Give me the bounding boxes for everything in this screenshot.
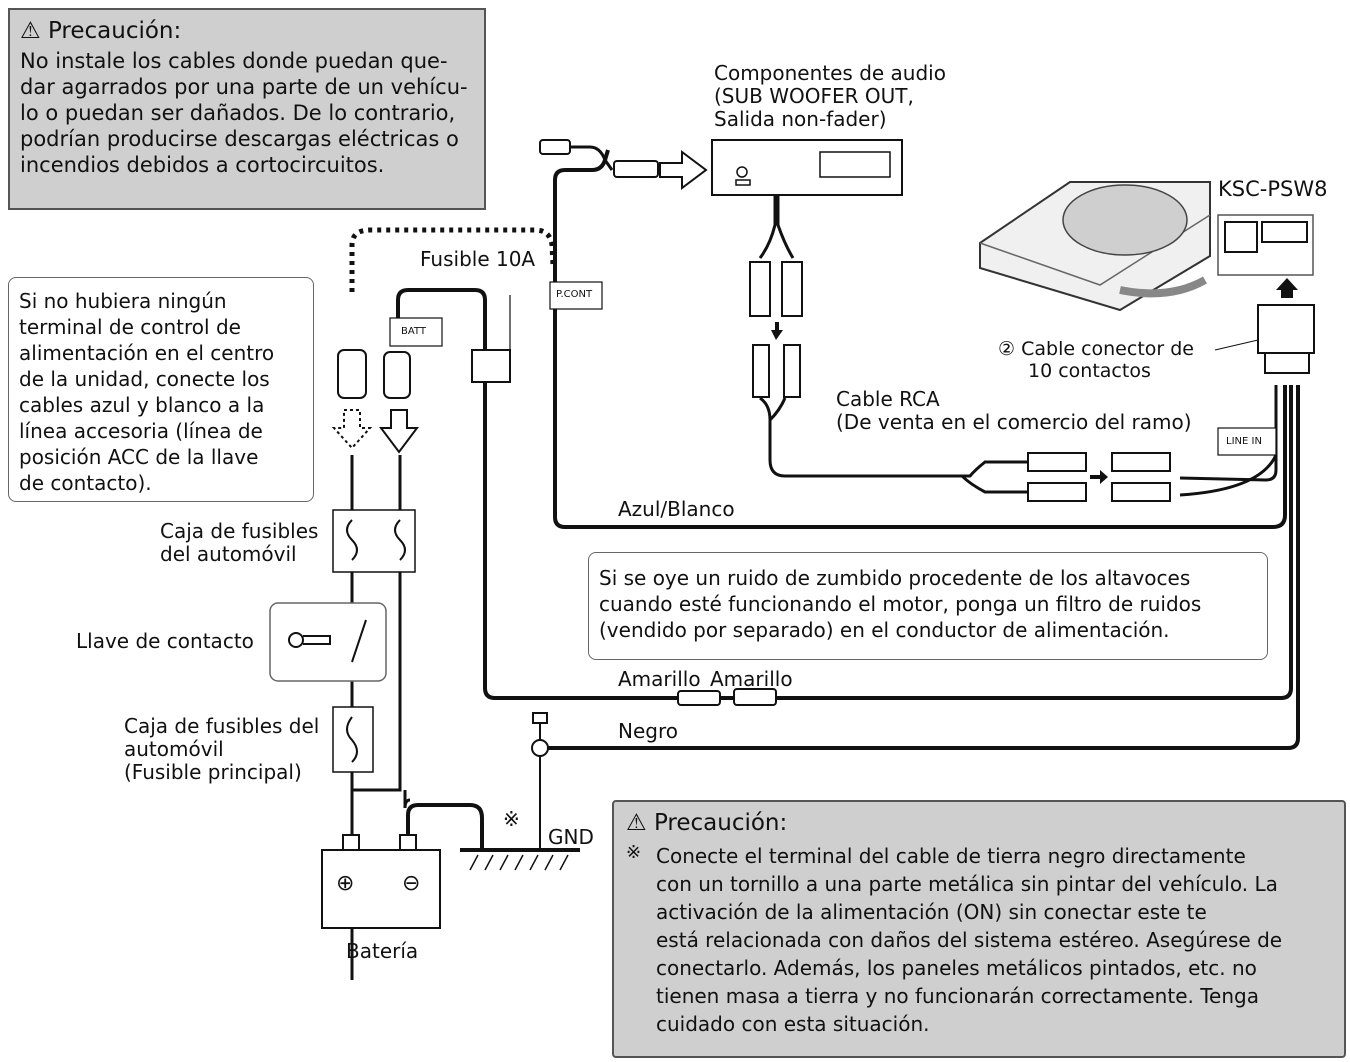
caution-top-line-4: podrían producirse descargas eléctricas … — [20, 127, 459, 151]
label-blue-white: Azul/Blanco — [618, 497, 735, 521]
warning-icon: ⚠ — [626, 810, 647, 836]
tag-batt: BATT — [401, 326, 426, 337]
fuse-box-2-shape — [332, 706, 374, 773]
label-connector: ② Cable conector de 10 contactos — [998, 338, 1194, 382]
label-fuse-10a: Fusible 10A — [420, 247, 536, 271]
wire-rca-to-linein — [1179, 385, 1278, 482]
caution-top-line-3: lo o puedan ser dañados. De lo contrario… — [20, 101, 456, 125]
label-model: KSC-PSW8 — [1218, 177, 1328, 201]
battery-minus-icon: ⊖ — [402, 871, 421, 896]
caution-top-title: ⚠ Precaución: — [20, 18, 182, 44]
arrow-right — [659, 150, 708, 190]
label-yellow-2: Amarillo — [710, 667, 793, 691]
caution-bottom-line-4: está relacionada con daños del sistema e… — [656, 928, 1283, 952]
wire-black — [545, 385, 1300, 750]
caution-bottom-line-3: activación de la alimentación (ON) sin c… — [656, 900, 1207, 924]
caution-bottom-line-5: conectarlo. Además, los paneles metálico… — [656, 956, 1257, 980]
connector-number: ② — [998, 338, 1016, 360]
caution-bottom-title: ⚠ Precaución: — [626, 810, 788, 836]
note-left-line-2: terminal de control de — [19, 315, 241, 339]
label-audio-components: Componentes de audio (SUB WOOFER OUT, Sa… — [714, 61, 946, 131]
battery-shape — [321, 849, 441, 929]
label-yellow-1: Amarillo — [618, 667, 701, 691]
caution-bottom-line-2: con un tornillo a una parte metálica sin… — [656, 872, 1278, 896]
caution-bottom-mark: ※ — [626, 842, 642, 863]
note-noise-box: Si se oye un ruido de zumbido procedente… — [588, 552, 1268, 660]
arrow-down-dashed — [331, 409, 373, 450]
label-black: Negro — [618, 719, 678, 743]
note-left-line-4: de la unidad, conecte los — [19, 367, 270, 391]
wire-blue-white — [553, 149, 1287, 529]
label-battery: Batería — [346, 939, 419, 963]
note-left-line-5: cables azul y blanco a la — [19, 393, 265, 417]
caution-top-line-1: No instale los cables donde puedan que- — [20, 49, 448, 73]
caution-bottom-line-7: cuidado con esta situación. — [656, 1012, 930, 1036]
fuse-box-1-shape — [332, 509, 416, 573]
warning-icon: ⚠ — [20, 18, 41, 44]
note-left-line-8: de contacto). — [19, 471, 152, 495]
caution-top-box: ⚠ Precaución: No instale los cables dond… — [8, 8, 486, 210]
label-rca: Cable RCA (De venta en el comercio del r… — [836, 387, 1192, 434]
note-left-line-1: Si no hubiera ningún — [19, 289, 227, 313]
tag-pcont: P.CONT — [556, 289, 593, 300]
note-noise-line-2: cuando esté funcionando el motor, ponga … — [599, 592, 1202, 616]
caution-top-line-5: incendios debidos a cortocircuitos. — [20, 153, 385, 177]
wire-yellow — [396, 288, 1293, 700]
label-fuse-box-1: Caja de fusibles del automóvil — [160, 519, 319, 566]
fuse-10a-shape — [471, 349, 511, 383]
caution-top-line-2: dar agarrados por una parte de un vehícu… — [20, 75, 468, 99]
battery-plus-icon: ⊕ — [336, 871, 355, 896]
caution-bottom-box: ⚠ Precaución: ※ Conecte el terminal del … — [612, 800, 1346, 1058]
note-left-line-3: alimentación en el centro — [19, 341, 275, 365]
note-noise-line-3: (vendido por separado) en el conductor d… — [599, 618, 1170, 642]
note-noise-line-1: Si se oye un ruido de zumbido procedente… — [599, 566, 1191, 590]
label-gnd: GND — [548, 825, 594, 849]
wire-rca-left — [759, 396, 1030, 478]
label-fuse-box-2: Caja de fusibles del automóvil (Fusible … — [124, 714, 320, 784]
ignition-shape — [269, 602, 387, 682]
note-left-box: Si no hubiera ningún terminal de control… — [8, 277, 314, 502]
tag-line-in: LINE IN — [1226, 436, 1262, 447]
label-gnd-mark: ※ — [503, 807, 520, 831]
caution-bottom-line-6: tienen masa a tierra y no funcionarán co… — [656, 984, 1259, 1008]
note-left-line-7: posición ACC de la llave — [19, 445, 259, 469]
wire-dotted-acc — [349, 227, 556, 292]
ten-pin-connector — [1257, 304, 1315, 354]
label-ignition: Llave de contacto — [76, 629, 254, 653]
caution-bottom-line-1: Conecte el terminal del cable de tierra … — [656, 844, 1246, 868]
arrow-down — [379, 409, 419, 454]
note-left-line-6: línea accesoria (línea de — [19, 419, 263, 443]
